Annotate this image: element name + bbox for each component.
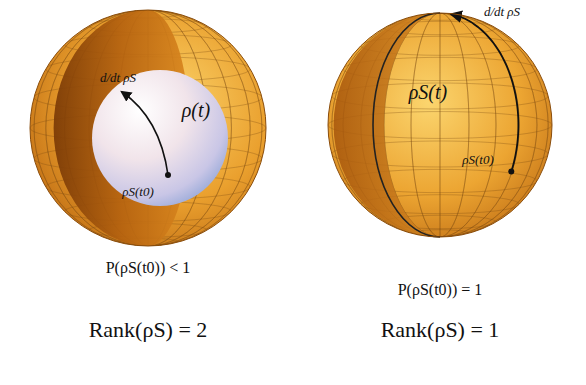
math-label: ρS(t) [409, 81, 447, 103]
outline [328, 13, 552, 237]
cutaway [334, 13, 440, 237]
meridian-line [46, 10, 250, 246]
meridian-line [34, 10, 262, 246]
trajectory [122, 92, 168, 175]
meridian-line [384, 13, 496, 237]
meridian-line [46, 10, 250, 246]
meridian-line [34, 10, 262, 246]
math-label: d/dt ρS [100, 71, 136, 85]
trajectory [452, 14, 519, 171]
outer-sphere [328, 13, 552, 237]
meridian-line [439, 13, 440, 237]
sphere-grid [30, 10, 266, 246]
meridian-line [384, 13, 496, 237]
meridian-line [332, 13, 548, 237]
rank-caption: Rank(ρS) = 2 [89, 318, 208, 342]
math-label: d/dt ρS [484, 5, 520, 19]
math-label: ρS(t0) [122, 185, 154, 199]
state-point [508, 169, 514, 175]
purity-caption: P(ρS(t0)) = 1 [398, 281, 483, 299]
outline [30, 10, 266, 246]
math-label: ρ(t) [182, 99, 210, 121]
meridian-line [411, 13, 469, 237]
meridian-line [411, 13, 469, 237]
meridian [373, 13, 440, 237]
purity-caption: P(ρS(t0)) < 1 [106, 259, 191, 277]
state-point [165, 172, 171, 178]
rank-caption: Rank(ρS) = 1 [381, 318, 500, 342]
meridian-line [332, 13, 548, 237]
inner-sphere [92, 70, 228, 206]
sphere-grid [328, 13, 552, 237]
outer-sphere [30, 10, 266, 246]
math-label: ρS(t0) [462, 153, 494, 167]
